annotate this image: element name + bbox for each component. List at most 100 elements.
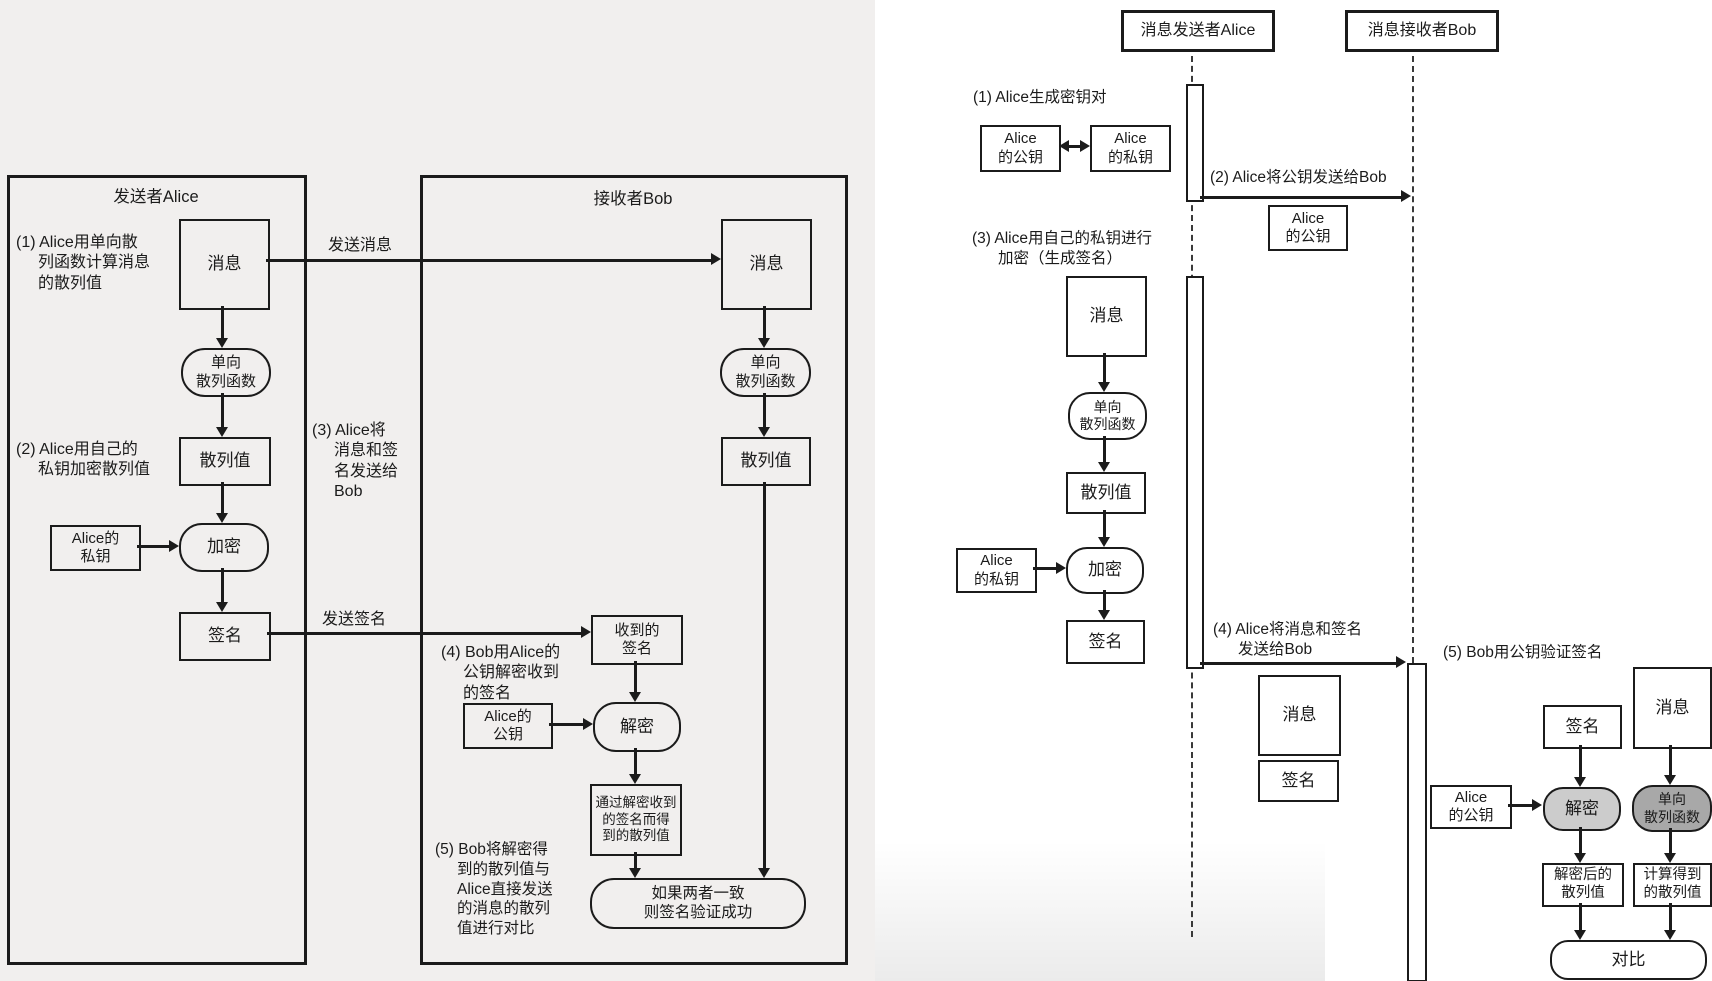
bob-lifeline [1412,46,1414,663]
verify-decrypt-node: 解密 [1543,787,1621,831]
verify-success-node: 如果两者一致 则签名验证成功 [590,878,806,929]
note-step3: (3) Alice将 消息和签 名发送给 Bob [312,422,399,501]
arrow-line [1103,353,1106,384]
sender-hash-value-node: 散列值 [179,437,271,486]
arrow-down-icon [1098,610,1110,620]
step5-label: (5) Bob用公钥验证签名 [1443,644,1603,661]
arrow-down-icon [629,868,641,878]
alice-header: 消息发送者Alice [1121,10,1275,52]
arrow-down-icon [216,513,228,523]
alice-public-key-node: Alice 的公钥 [980,125,1061,172]
bob-activation-bar [1407,663,1427,981]
arrow-right-icon [169,540,179,552]
arrow-down-icon [1664,853,1676,863]
step1-label: (1) Alice生成密钥对 [973,89,1107,106]
arrow-right-icon [1396,656,1406,668]
step4-arrow [1200,662,1398,665]
receiver-bob-container [420,175,848,965]
verify-public-key-node: Alice 的公钥 [1430,785,1512,829]
arrow-right-icon [581,626,591,638]
hash-to-verdict-line [763,482,766,870]
bob-header: 消息接收者Bob [1345,10,1499,52]
sent-message-node: 消息 [1258,675,1341,756]
arrow-down-icon [629,774,641,784]
alice-activation-bar-1 [1186,84,1204,202]
step4-label-line1: (4) Alice将消息和签名 [1213,621,1362,638]
arrow-down-icon [1574,853,1586,863]
sign-private-key-node: Alice 的私钥 [956,548,1037,593]
arrow-line [1103,590,1106,612]
verify-signature-node: 签名 [1543,705,1622,749]
arrow-line [1103,510,1106,539]
sender-private-key-node: Alice的 私钥 [50,525,141,571]
sender-title: 发送者Alice [113,188,199,206]
arrow-right-icon [583,718,593,730]
receiver-decrypt-node: 解密 [593,702,681,752]
arrow-down-icon [216,602,228,612]
receiver-message-node: 消息 [721,219,812,310]
arrow-down-icon [216,427,228,437]
step2-arrow [1200,196,1403,199]
send-signature-label: 发送签名 [322,611,387,628]
arrow-line [221,393,224,429]
alice-activation-bar-2 [1186,276,1204,669]
arrow-down-icon [629,692,641,702]
arrow-line [1103,436,1106,464]
verify-hash-fn-node: 单向 散列函数 [1632,785,1712,832]
arrow-down-icon [758,338,770,348]
compare-node: 对比 [1550,940,1707,980]
sent-signature-node: 签名 [1258,760,1339,802]
arrow-line [763,393,766,429]
arrow-down-icon [216,338,228,348]
decrypted-hash-note-node: 通过解密收到 的签名而得 到的散列值 [590,784,682,856]
received-signature-node: 收到的 签名 [591,615,683,665]
sender-signature-node: 签名 [179,612,271,661]
receiver-public-key-node: Alice的 公钥 [463,703,553,749]
arrow-right-icon [1056,562,1066,574]
receiver-hash-value-node: 散列值 [721,437,811,486]
arrow-right-icon [1080,140,1090,152]
arrow-right-icon [711,253,721,265]
keypair-arrow-line [1066,145,1083,148]
note-step1: (1) Alice用单向散 列函数计算消息 的散列值 [16,234,151,292]
step4-label-line2: 发送给Bob [1238,641,1313,658]
arrow-down-icon [1574,930,1586,940]
send-message-arrow [266,259,713,262]
arrow-line [634,748,637,776]
arrow-line [549,723,585,726]
arrow-line [221,568,224,604]
arrow-line [763,306,766,340]
right-bottom-shadow [875,840,1325,981]
left-page-background [0,0,875,981]
arrow-down-icon [758,868,770,878]
sign-encrypt-node: 加密 [1066,547,1144,594]
note-step5: (5) Bob将解密得 到的散列值与 Alice直接发送 的消息的散列 值进行对… [435,841,553,938]
sign-signature-node: 签名 [1066,620,1145,664]
arrow-right-icon [1532,799,1542,811]
arrow-line [1579,827,1582,853]
arrow-line [1579,903,1582,930]
step2-label: (2) Alice将公钥发送给Bob [1210,169,1387,186]
arrow-line [634,661,637,694]
note-step4: (4) Bob用Alice的 公钥解密收到 的签名 [441,644,561,702]
arrow-down-icon [1098,462,1110,472]
arrow-line [221,482,224,515]
sign-message-node: 消息 [1066,276,1147,357]
decrypted-hash-node: 解密后的 散列值 [1542,863,1624,907]
arrow-line [1508,804,1534,807]
receiver-title: 接收者Bob [593,190,673,208]
sender-encrypt-node: 加密 [179,523,269,572]
receiver-hash-fn-node: 单向 散列函数 [720,348,811,397]
arrow-down-icon [758,427,770,437]
arrow-line [1033,567,1058,570]
sign-hash-value-node: 散列值 [1066,472,1146,514]
verify-message-node: 消息 [1633,667,1712,749]
alice-private-key-node: Alice 的私钥 [1090,125,1171,172]
arrow-line [634,852,637,870]
sign-hash-fn-node: 单向 散列函数 [1068,392,1147,440]
arrow-down-icon [1098,537,1110,547]
sender-alice-container [7,175,307,965]
arrow-line [1669,828,1672,853]
note-step2: (2) Alice用自己的 私钥加密散列值 [16,441,151,479]
